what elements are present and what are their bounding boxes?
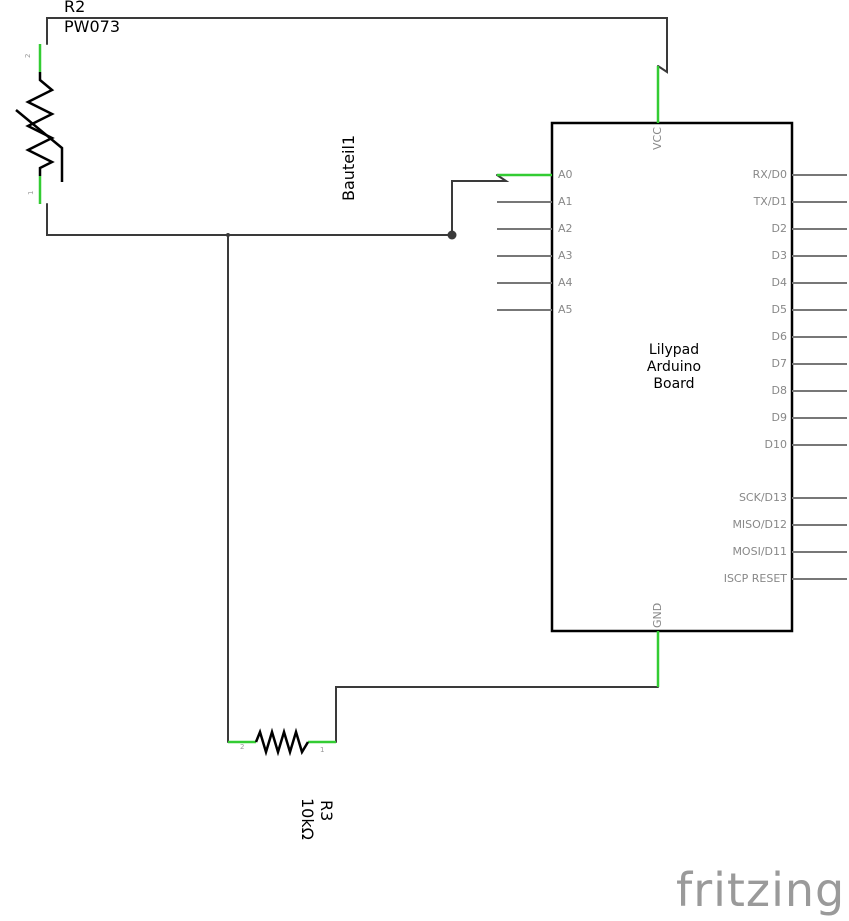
pin-label-a3: A3 — [558, 249, 573, 262]
pin-label-d5: D5 — [772, 303, 787, 316]
pin-label-rx-d0: RX/D0 — [753, 168, 787, 181]
pin-label-d4: D4 — [772, 276, 787, 289]
pin-label-d8: D8 — [772, 384, 787, 397]
junction-dot — [226, 233, 230, 237]
r3-pin-num-right: 1 — [320, 746, 324, 754]
r2-pin-num-top: 2 — [24, 54, 32, 58]
pin-label-gnd: GND — [651, 603, 664, 628]
fritzing-logo: fritzing — [676, 863, 845, 917]
pin-label-vcc: VCC — [651, 127, 664, 150]
r2-value: PW073 — [64, 17, 120, 36]
r2-thermal-slash — [15, 109, 64, 182]
r2-name: R2 — [64, 0, 85, 16]
r3-pin-num-left: 2 — [240, 743, 244, 751]
pin-label-miso-d12: MISO/D12 — [732, 518, 787, 531]
part-label: Bauteil1 — [339, 135, 358, 201]
r3-name: R3 — [317, 800, 336, 821]
r3-zigzag — [254, 727, 310, 757]
pin-label-tx-d1: TX/D1 — [753, 195, 787, 208]
pin-label-a5: A5 — [558, 303, 573, 316]
pin-label-a0: A0 — [558, 168, 573, 181]
board-name-line-3: Board — [653, 376, 694, 392]
lilypad-arduino-board[interactable]: Lilypad Arduino Board VCC GND A0 A1 A2 A… — [497, 66, 847, 687]
r3-value: 10kΩ — [298, 798, 317, 840]
wires — [46, 17, 668, 743]
pin-label-d3: D3 — [772, 249, 787, 262]
pin-label-sck-d13: SCK/D13 — [739, 491, 787, 504]
pin-label-d6: D6 — [772, 330, 787, 343]
wire-r2-bottom-net[interactable] — [46, 203, 453, 236]
pin-label-a1: A1 — [558, 195, 573, 208]
wire-net-to-a0[interactable] — [451, 174, 510, 236]
board-name-line-1: Lilypad — [649, 342, 699, 358]
board-name-line-2: Arduino — [647, 359, 701, 375]
r2-pin-num-bottom: 1 — [27, 191, 35, 195]
r3-resistor[interactable]: 2 1 R3 10kΩ — [228, 727, 336, 840]
wire-r2-to-vcc[interactable] — [46, 17, 668, 74]
r2-zigzag — [25, 72, 55, 176]
pin-label-a4: A4 — [558, 276, 573, 289]
pin-label-d9: D9 — [772, 411, 787, 424]
pin-label-d7: D7 — [772, 357, 787, 370]
board-outline — [550, 121, 794, 633]
pin-label-d2: D2 — [772, 222, 787, 235]
pin-label-iscp-reset: ISCP RESET — [724, 572, 788, 585]
pin-label-d10: D10 — [765, 438, 787, 451]
pin-label-mosi-d11: MOSI/D11 — [732, 545, 787, 558]
wire-r3-to-gnd[interactable] — [335, 686, 659, 743]
pin-label-a2: A2 — [558, 222, 573, 235]
r2-thermistor[interactable]: 2 1 R2 PW073 — [15, 0, 120, 204]
junction-dot — [447, 230, 457, 240]
